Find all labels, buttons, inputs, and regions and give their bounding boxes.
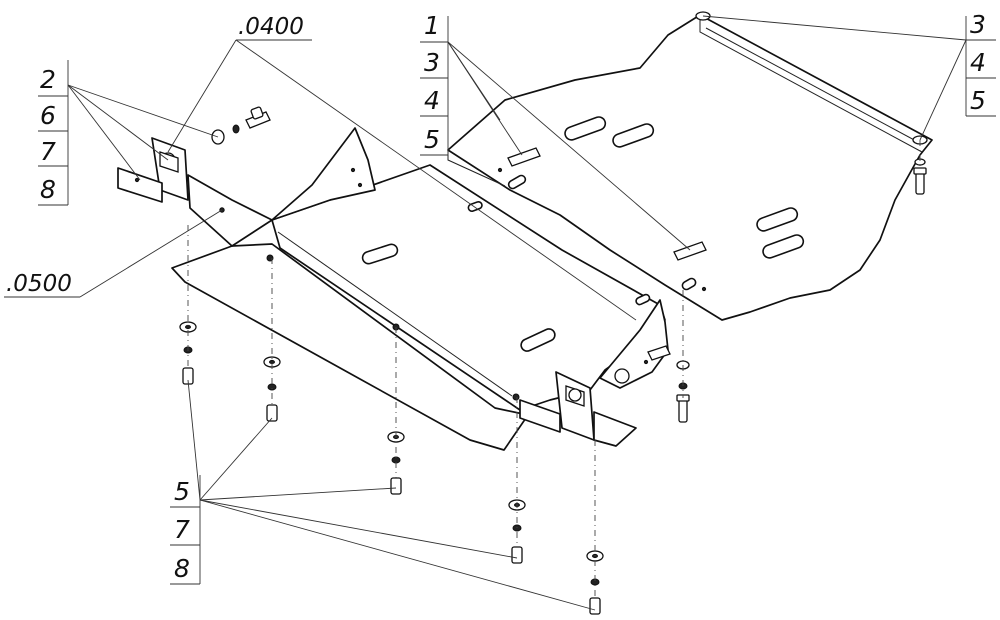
callout-top-left-4: 8 xyxy=(40,175,56,204)
assembly-axis-lines xyxy=(187,140,921,598)
callout-top-middle-1: 1 xyxy=(424,11,440,40)
callout-top-middle-3: 4 xyxy=(424,86,440,115)
callout-frame-top-middle xyxy=(420,16,449,156)
callout-top-left-3: 7 xyxy=(40,137,56,166)
ref-label-0400: .0400 xyxy=(238,14,304,40)
left-mounting-bracket xyxy=(117,137,273,247)
top-left-bolt-set xyxy=(211,106,271,145)
rear-skid-plate xyxy=(447,11,933,321)
rear-right-bolt xyxy=(913,158,927,195)
callout-bottom-1: 5 xyxy=(174,477,190,506)
callout-frame-bottom xyxy=(170,475,201,585)
ref-label-0500: .0500 xyxy=(6,271,72,297)
callout-top-middle-2: 3 xyxy=(424,48,440,77)
leader-lines xyxy=(4,15,967,611)
bottom-bolt-stack-5 xyxy=(586,550,604,615)
bottom-bolt-stack-2 xyxy=(263,356,281,422)
callout-top-left-1: 2 xyxy=(40,65,56,94)
callout-top-right-2: 4 xyxy=(970,48,986,77)
callout-top-left-2: 6 xyxy=(40,101,56,130)
callout-bottom-2: 7 xyxy=(174,515,190,544)
callout-top-right-1: 3 xyxy=(970,10,986,39)
callout-frame-top-left xyxy=(38,60,69,206)
callout-top-middle-4: 5 xyxy=(424,125,440,154)
callout-bottom-3: 8 xyxy=(174,554,190,583)
callout-top-right-3: 5 xyxy=(970,86,986,115)
bottom-bolt-stack-4 xyxy=(508,499,526,564)
front-skid-plate xyxy=(171,127,669,451)
right-mounting-bracket xyxy=(519,345,671,447)
callout-frame-top-right xyxy=(965,16,996,117)
